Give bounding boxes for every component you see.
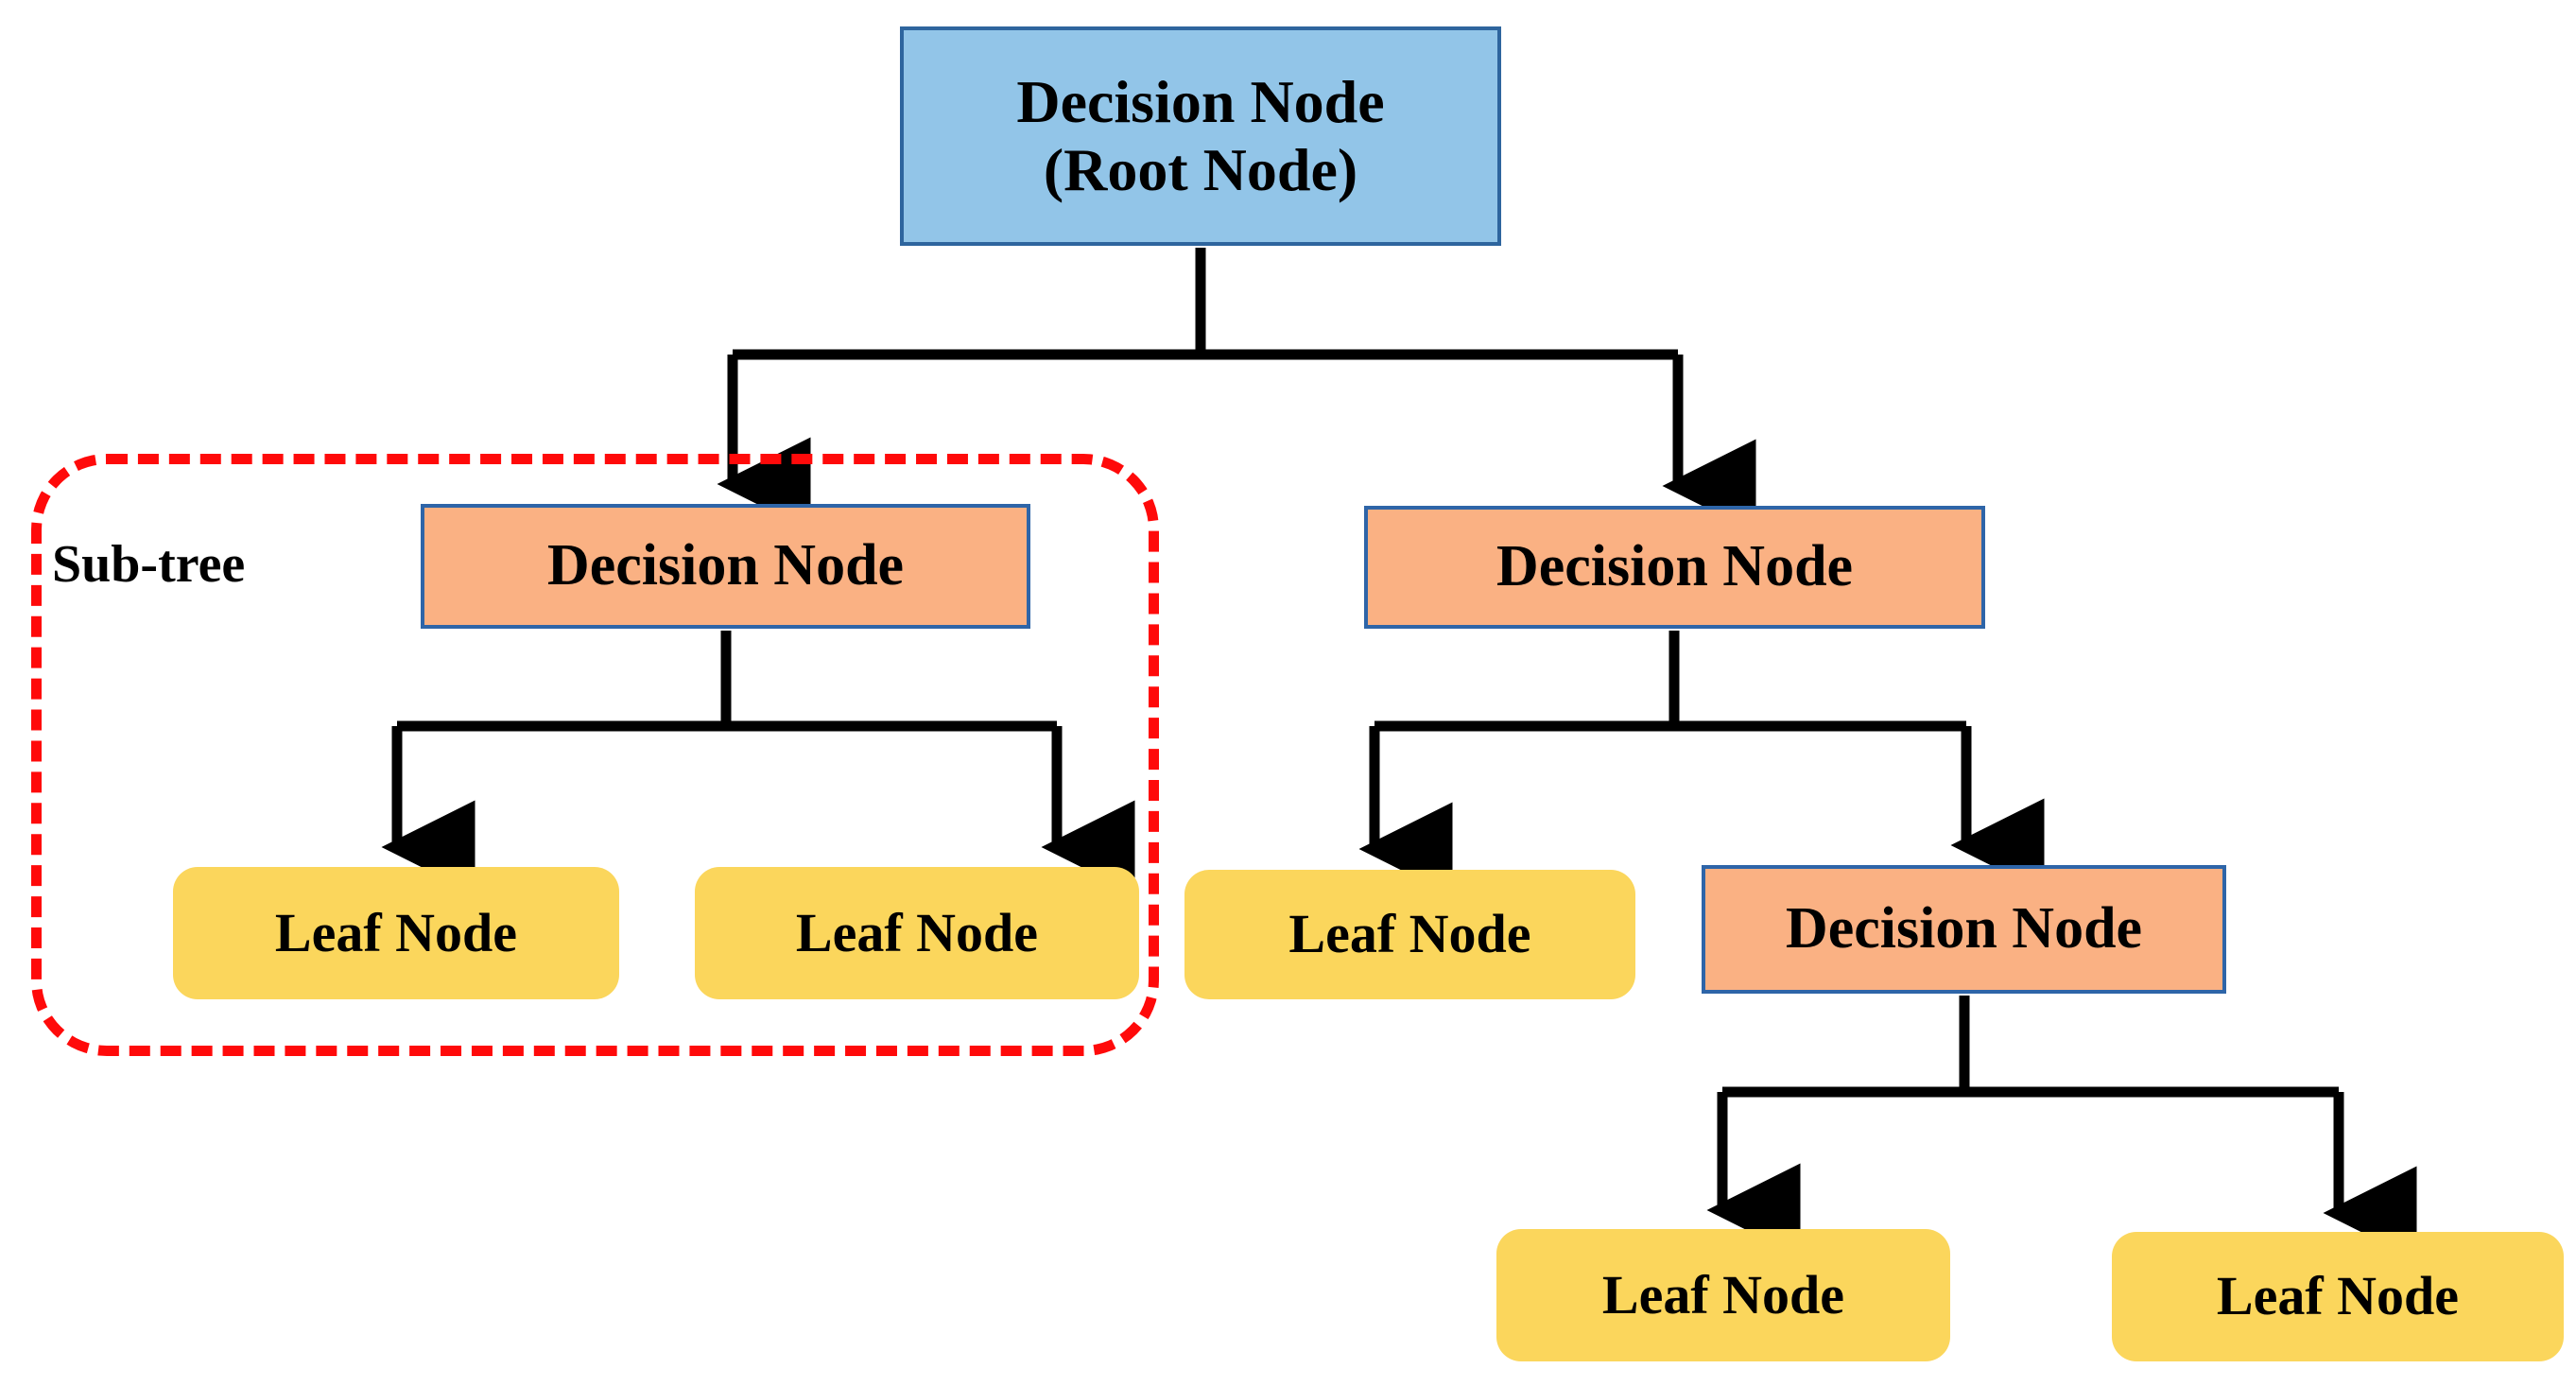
node-leaf-2[interactable]: Leaf Node [695, 867, 1139, 999]
node-leaf-3[interactable]: Leaf Node [1184, 870, 1635, 999]
node-decision-left[interactable]: Decision Node [421, 504, 1030, 629]
node-decision-deep[interactable]: Decision Node [1702, 865, 2226, 994]
edge-root-to-level2 [717, 248, 1756, 533]
node-leaf-5[interactable]: Leaf Node [2112, 1232, 2564, 1361]
node-root-decision[interactable]: Decision Node (Root Node) [900, 26, 1501, 246]
node-leaf-1[interactable]: Leaf Node [173, 867, 619, 999]
edge-right-decision-to-children [1358, 631, 2045, 896]
subtree-highlight-region [31, 454, 1159, 1056]
node-leaf-4[interactable]: Leaf Node [1496, 1229, 1950, 1361]
subtree-label: Sub-tree [52, 535, 246, 594]
node-decision-right[interactable]: Decision Node [1364, 506, 1985, 629]
edge-deep-decision-to-leaves [1706, 996, 2417, 1260]
